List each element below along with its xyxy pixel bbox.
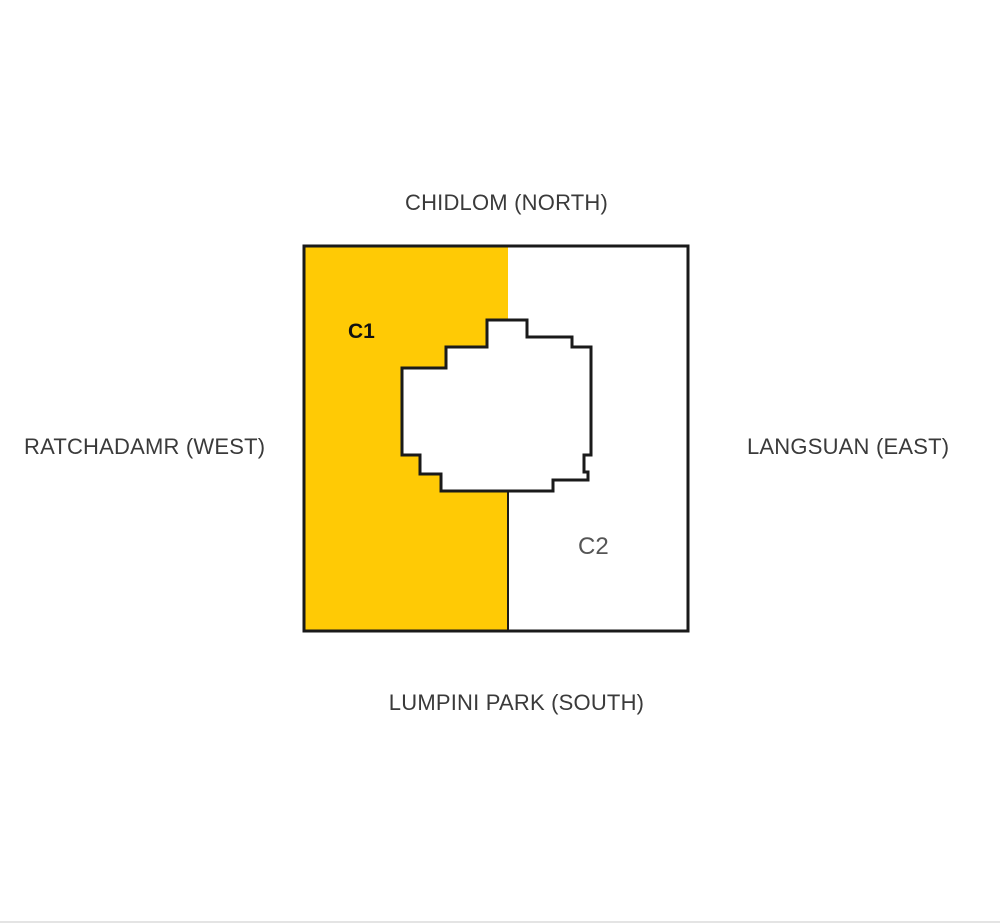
west-label: RATCHADAMR (WEST) (24, 434, 266, 459)
south-label: LUMPINI PARK (SOUTH) (388, 690, 645, 715)
building-footprint (400, 318, 593, 493)
bottom-divider (0, 921, 1000, 923)
east-label: LANGSUAN (EAST) (747, 434, 950, 459)
site-boundary (302, 244, 690, 633)
zone-c2-label: C2 (578, 533, 609, 560)
north-label: CHIDLOM (NORTH) (404, 190, 609, 215)
zone-c1-label: C1 (348, 320, 375, 343)
